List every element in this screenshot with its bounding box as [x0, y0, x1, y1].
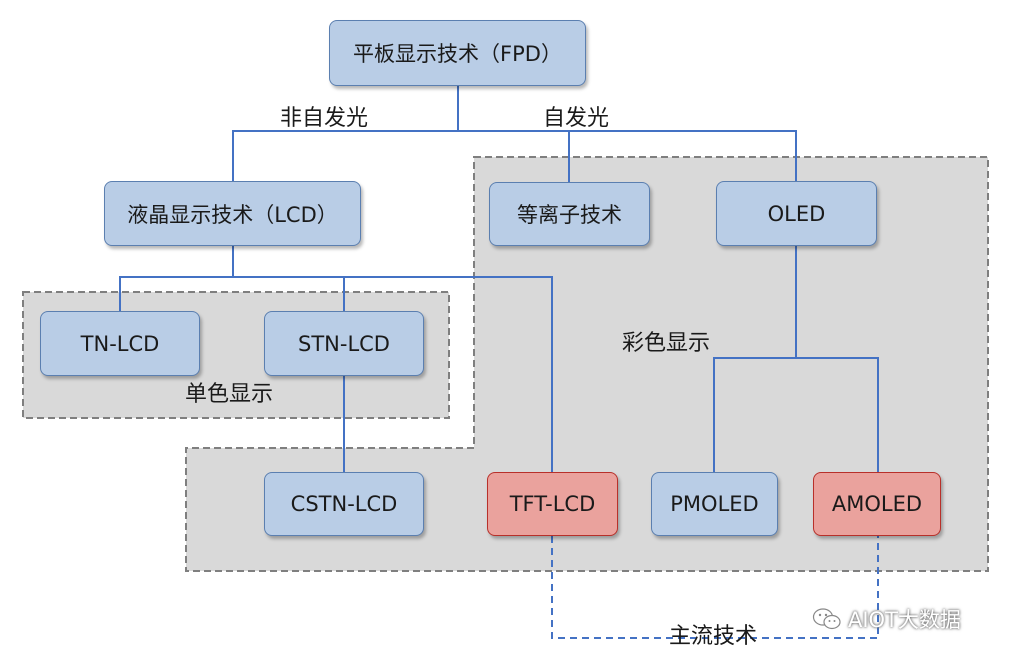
- fpd-to-lcd: [232, 130, 458, 181]
- label-mainstream: 主流技术: [669, 624, 758, 649]
- label-non-emissive: 非自发光: [280, 106, 369, 131]
- node-pmoled: PMOLED: [651, 472, 778, 536]
- label-color-display: 彩色显示: [622, 331, 711, 356]
- node-cstn-lcd: CSTN-LCD: [264, 472, 424, 536]
- node-stn-lcd: STN-LCD: [264, 311, 424, 376]
- node-amoled: AMOLED: [813, 472, 941, 536]
- fpd-to-oled: [569, 130, 797, 181]
- node-fpd: 平板显示技术（FPD）: [329, 20, 586, 86]
- node-tft-lcd: TFT-LCD: [487, 472, 618, 536]
- oled-to-pmoled: [713, 246, 797, 472]
- node-lcd: 液晶显示技术（LCD）: [104, 181, 361, 246]
- wechat-icon: [812, 608, 841, 630]
- watermark-text: AIOT大数据: [848, 608, 961, 632]
- node-pdp: 等离子技术: [489, 182, 650, 246]
- watermark: AIOT大数据: [812, 604, 961, 634]
- connector-lines: [119, 86, 879, 472]
- mainstream-bracket: [551, 536, 879, 639]
- label-mono-display: 单色显示: [185, 382, 274, 407]
- lcd-to-tn: [119, 276, 233, 311]
- oled-to-amoled: [796, 357, 879, 472]
- label-emissive: 自发光: [543, 106, 610, 131]
- lcd-to-tft: [344, 276, 553, 472]
- node-oled: OLED: [716, 181, 877, 246]
- node-tn-lcd: TN-LCD: [40, 311, 200, 376]
- color-display-region: [185, 156, 989, 572]
